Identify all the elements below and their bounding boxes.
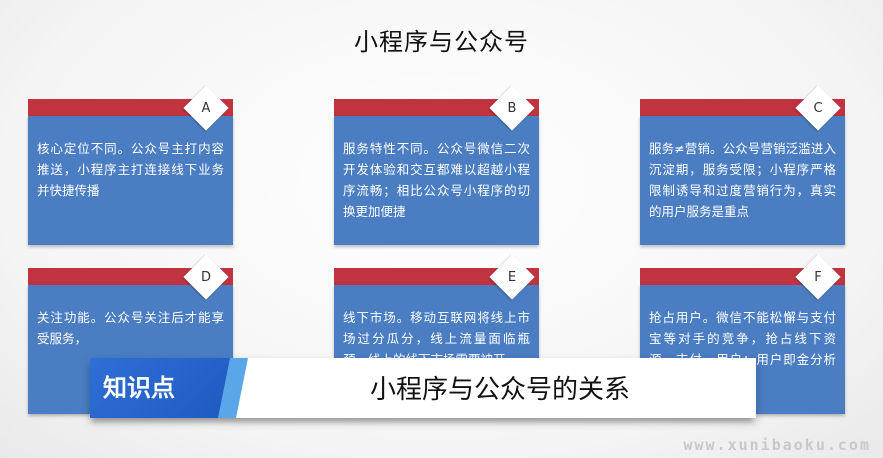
card-letter: D [200, 270, 211, 285]
card-letter: A [201, 101, 211, 116]
banner-tag-label: 知识点 [103, 374, 175, 402]
card-letter: F [814, 270, 822, 285]
card-letter: B [507, 101, 517, 116]
card-text: 服务≠营销。公众号营销泛滥进入沉淀期，服务受限；小程序严格限制诱导和过度营销行为… [649, 141, 836, 219]
card-text: 核心定位不同。公众号主打内容推送，小程序主打连接线下业务并快捷传播 [37, 141, 224, 198]
card-text: 关注功能。公众号关注后才能享受服务， [37, 310, 224, 346]
card-a: 核心定位不同。公众号主打内容推送，小程序主打连接线下业务并快捷传播 A [28, 85, 233, 245]
card-c: 服务≠营销。公众号营销泛滥进入沉淀期，服务受限；小程序严格限制诱导和过度营销行为… [640, 85, 845, 245]
card-topbar [640, 99, 845, 116]
card-letter: C [813, 101, 823, 116]
card-topbar [334, 268, 539, 285]
card-body: 服务≠营销。公众号营销泛滥进入沉淀期，服务受限；小程序严格限制诱导和过度营销行为… [640, 116, 845, 245]
card-letter: E [507, 270, 517, 285]
watermark: www.xunibaoku.com [683, 436, 871, 454]
banner-title: 小程序与公众号的关系 [369, 375, 630, 405]
card-topbar [28, 268, 233, 285]
page-title: 小程序与公众号 [354, 28, 529, 56]
banner-tag [90, 358, 240, 418]
card-topbar [28, 99, 233, 116]
card-text: 服务特性不同。公众号微信二次开发体验和交互都难以超越小程序流畅；相比公众号小程序… [343, 141, 530, 219]
card-body: 服务特性不同。公众号微信二次开发体验和交互都难以超越小程序流畅；相比公众号小程序… [334, 116, 539, 245]
card-topbar [334, 99, 539, 116]
card-b: 服务特性不同。公众号微信二次开发体验和交互都难以超越小程序流畅；相比公众号小程序… [334, 85, 539, 245]
card-body: 核心定位不同。公众号主打内容推送，小程序主打连接线下业务并快捷传播 [28, 116, 233, 245]
card-topbar [640, 268, 845, 285]
